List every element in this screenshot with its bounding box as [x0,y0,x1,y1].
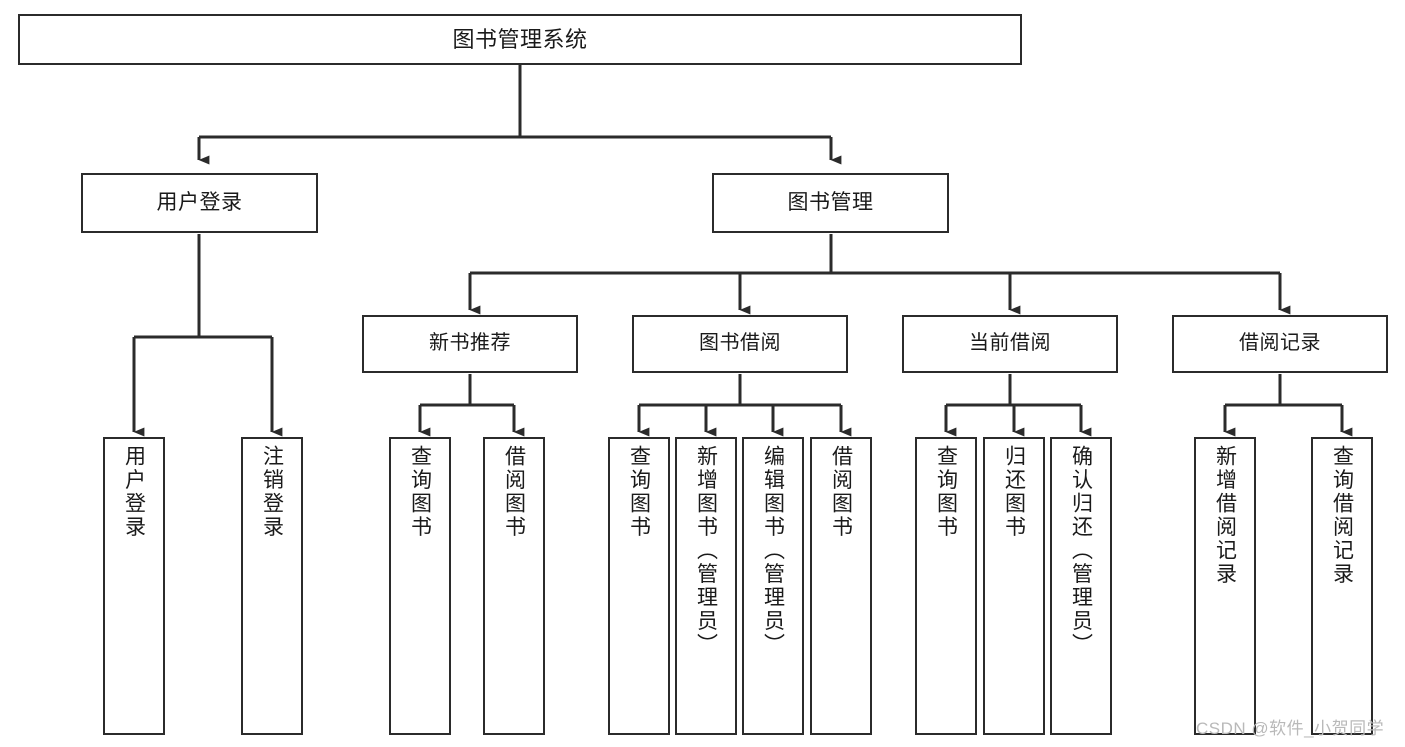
leaf-user-login-login-label: 用户登录 [122,445,146,539]
csdn-watermark: CSDN @软件_小贺同学 [1196,719,1385,738]
node-current-borrow[interactable]: 当前借阅 [902,315,1118,373]
node-new-book-recommend-label: 新书推荐 [429,332,511,355]
leaf-user-login-logout-label: 注销登录 [260,445,284,539]
leaf-new-book-borrow-book[interactable]: 借阅图书 [483,437,545,735]
leaf-current-borrow-confirm-return-admin[interactable]: 确认归还（管理员） [1050,437,1112,735]
node-borrow-record[interactable]: 借阅记录 [1172,315,1388,373]
node-current-borrow-label: 当前借阅 [969,332,1051,355]
leaf-user-login-logout[interactable]: 注销登录 [241,437,303,735]
node-user-login[interactable]: 用户登录 [81,173,318,233]
leaf-book-borrow-edit-book-admin[interactable]: 编辑图书（管理员） [742,437,804,735]
node-root-book-management-system[interactable]: 图书管理系统 [18,14,1022,65]
leaf-current-borrow-return-book-label: 归还图书 [1002,445,1026,539]
leaf-user-login-login[interactable]: 用户登录 [103,437,165,735]
leaf-borrow-record-query-record[interactable]: 查询借阅记录 [1311,437,1373,735]
leaf-current-borrow-query-book[interactable]: 查询图书 [915,437,977,735]
leaf-book-borrow-add-book-admin[interactable]: 新增图书（管理员） [675,437,737,735]
leaf-new-book-query-book[interactable]: 查询图书 [389,437,451,735]
node-book-borrow[interactable]: 图书借阅 [632,315,848,373]
leaf-borrow-record-query-record-label: 查询借阅记录 [1330,445,1354,586]
node-book-borrow-label: 图书借阅 [699,332,781,355]
leaf-book-borrow-borrow-book-label: 借阅图书 [829,445,853,539]
leaf-current-borrow-confirm-return-admin-label: 确认归还（管理员） [1069,445,1093,657]
node-user-login-label: 用户登录 [156,190,243,214]
leaf-new-book-query-book-label: 查询图书 [408,445,432,539]
node-new-book-recommend[interactable]: 新书推荐 [362,315,578,373]
leaf-book-borrow-borrow-book[interactable]: 借阅图书 [810,437,872,735]
leaf-borrow-record-add-record-label: 新增借阅记录 [1213,445,1237,586]
leaf-current-borrow-query-book-label: 查询图书 [934,445,958,539]
leaf-new-book-borrow-book-label: 借阅图书 [502,445,526,539]
leaf-borrow-record-add-record[interactable]: 新增借阅记录 [1194,437,1256,735]
leaf-current-borrow-return-book[interactable]: 归还图书 [983,437,1045,735]
leaf-book-borrow-query-book-label: 查询图书 [627,445,651,539]
node-borrow-record-label: 借阅记录 [1239,332,1321,355]
leaf-book-borrow-query-book[interactable]: 查询图书 [608,437,670,735]
node-book-management-label: 图书管理 [787,190,874,214]
node-root-label: 图书管理系统 [452,26,588,52]
leaf-book-borrow-add-book-admin-label: 新增图书（管理员） [694,445,718,657]
leaf-book-borrow-edit-book-admin-label: 编辑图书（管理员） [761,445,785,657]
node-book-management[interactable]: 图书管理 [712,173,949,233]
